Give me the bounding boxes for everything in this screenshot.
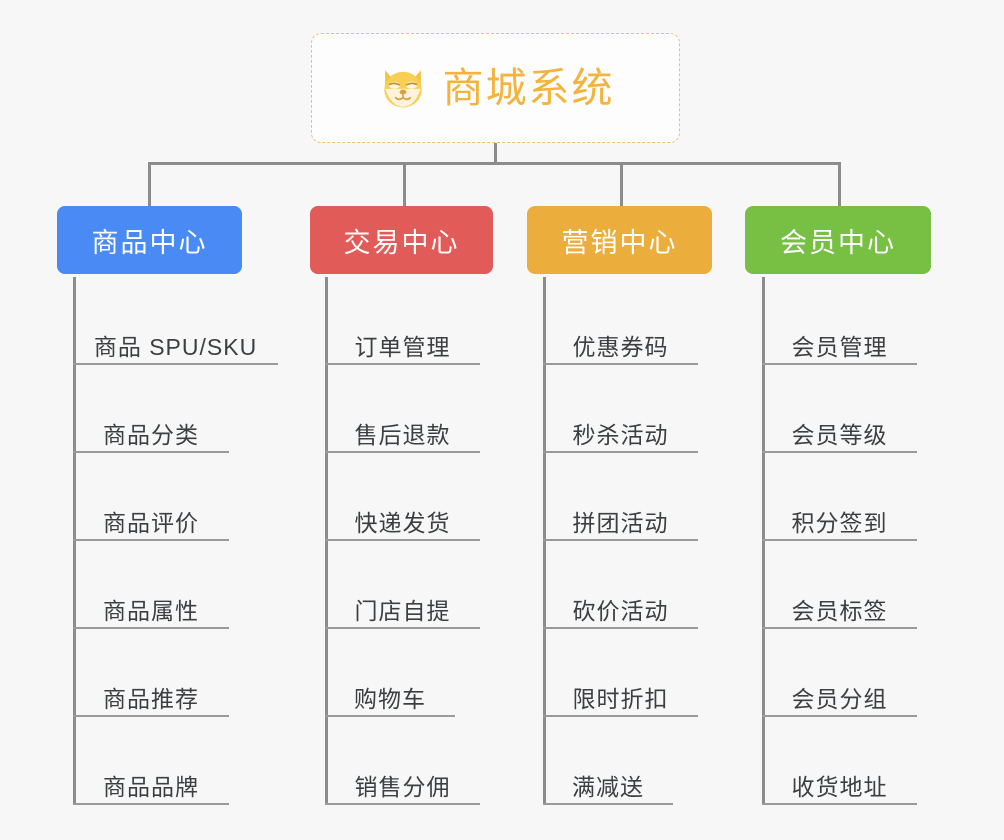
leaf-label: 商品属性 bbox=[103, 597, 199, 624]
leaf-item[interactable]: 满减送 bbox=[543, 717, 673, 805]
leaf-item[interactable]: 砍价活动 bbox=[543, 541, 698, 629]
root-node[interactable]: 商城系统 bbox=[311, 33, 680, 143]
branch-box-2[interactable]: 营销中心 bbox=[527, 206, 712, 274]
dog-face-icon bbox=[383, 70, 422, 110]
leaf-item[interactable]: 门店自提 bbox=[325, 541, 480, 629]
leaf-item[interactable]: 秒杀活动 bbox=[543, 365, 698, 453]
leaf-label: 订单管理 bbox=[354, 333, 451, 360]
connector-drop-1 bbox=[148, 162, 151, 206]
branch-box-0[interactable]: 商品中心 bbox=[57, 206, 242, 274]
leaf-label: 拼团活动 bbox=[572, 509, 669, 536]
leaf-label: 销售分佣 bbox=[354, 773, 451, 800]
leaf-item[interactable]: 商品推荐 bbox=[73, 629, 229, 717]
leaf-item[interactable]: 快递发货 bbox=[325, 453, 480, 541]
leaf-item[interactable]: 销售分佣 bbox=[325, 717, 480, 805]
leaf-item[interactable]: 商品评价 bbox=[73, 453, 229, 541]
leaf-item[interactable]: 会员管理 bbox=[762, 277, 917, 365]
root-node-content: 商城系统 bbox=[377, 62, 615, 114]
leaf-label: 满减送 bbox=[572, 773, 644, 800]
connector-horizontal-bus bbox=[148, 162, 841, 165]
leaf-item[interactable]: 会员标签 bbox=[762, 541, 917, 629]
leaf-label: 商品分类 bbox=[103, 421, 199, 448]
leaf-label: 商品推荐 bbox=[103, 685, 199, 712]
connector-drop-2 bbox=[403, 162, 406, 206]
leaf-item[interactable]: 限时折扣 bbox=[543, 629, 698, 717]
leaf-label: 限时折扣 bbox=[572, 685, 669, 712]
leaf-label: 快递发货 bbox=[354, 509, 451, 536]
leaf-label: 会员标签 bbox=[791, 597, 888, 624]
leaf-label: 商品评价 bbox=[103, 509, 199, 536]
leaf-item[interactable]: 商品 SPU/SKU bbox=[73, 277, 278, 365]
leaf-item[interactable]: 优惠券码 bbox=[543, 277, 698, 365]
connector-drop-4 bbox=[838, 162, 841, 206]
leaf-label: 商品 SPU/SKU bbox=[93, 333, 258, 360]
leaf-item[interactable]: 售后退款 bbox=[325, 365, 480, 453]
leaf-label: 售后退款 bbox=[354, 421, 451, 448]
branch-label-0: 商品中心 bbox=[91, 227, 208, 258]
leaf-item[interactable]: 拼团活动 bbox=[543, 453, 698, 541]
leaf-item[interactable]: 商品属性 bbox=[73, 541, 229, 629]
branch-box-1[interactable]: 交易中心 bbox=[310, 206, 493, 274]
leaf-label: 秒杀活动 bbox=[572, 421, 669, 448]
leaf-label: 会员等级 bbox=[791, 421, 888, 448]
leaf-item[interactable]: 收货地址 bbox=[762, 717, 917, 805]
leaf-label: 积分签到 bbox=[791, 509, 888, 536]
leaf-item[interactable]: 积分签到 bbox=[762, 453, 917, 541]
leaf-item[interactable]: 会员等级 bbox=[762, 365, 917, 453]
leaf-label: 商品品牌 bbox=[103, 773, 199, 800]
branch-label-3: 会员中心 bbox=[780, 227, 896, 258]
leaf-label: 购物车 bbox=[354, 685, 426, 712]
leaf-label: 会员管理 bbox=[791, 333, 888, 360]
branch-label-2: 营销中心 bbox=[561, 227, 678, 258]
leaf-label: 收货地址 bbox=[791, 773, 888, 800]
branch-label-1: 交易中心 bbox=[343, 227, 460, 258]
leaf-label: 门店自提 bbox=[354, 597, 451, 624]
leaf-item[interactable]: 会员分组 bbox=[762, 629, 917, 717]
leaf-item[interactable]: 商品品牌 bbox=[73, 717, 229, 805]
leaf-label: 优惠券码 bbox=[572, 333, 669, 360]
connector-drop-3 bbox=[620, 162, 623, 206]
leaf-item[interactable]: 商品分类 bbox=[73, 365, 229, 453]
leaf-item[interactable]: 购物车 bbox=[325, 629, 455, 717]
branch-box-3[interactable]: 会员中心 bbox=[745, 206, 931, 274]
leaf-item[interactable]: 订单管理 bbox=[325, 277, 480, 365]
connector-root-stem bbox=[494, 143, 497, 164]
leaf-label: 砍价活动 bbox=[572, 597, 669, 624]
leaf-label: 会员分组 bbox=[791, 685, 888, 712]
root-node-label: 商城系统 bbox=[442, 64, 615, 111]
